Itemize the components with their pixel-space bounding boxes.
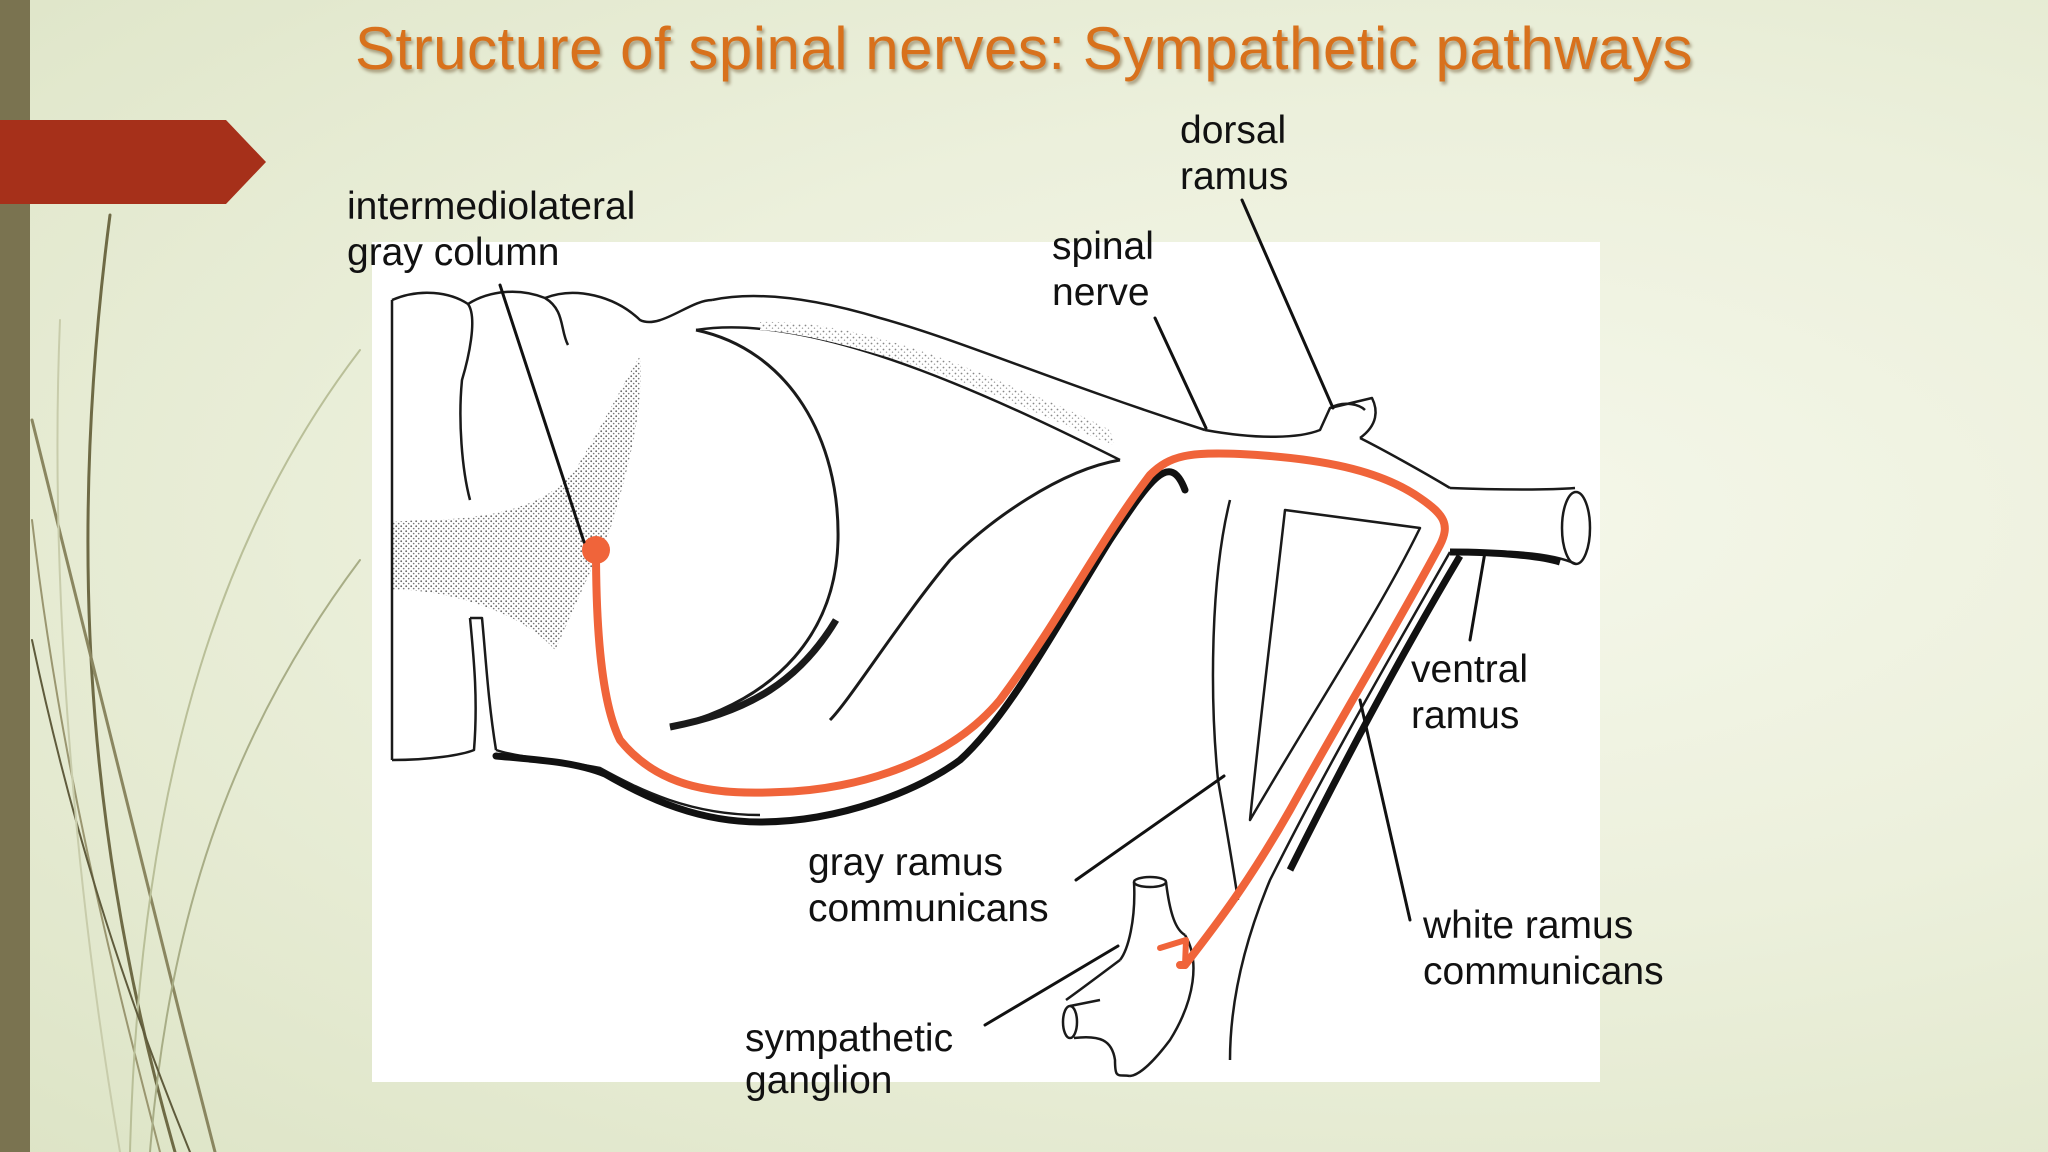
decorative-grass-lines <box>30 213 361 1152</box>
ventral-ramus-thick-edge <box>1449 548 1562 566</box>
sympathetic-ganglion-shape <box>1061 875 1195 1078</box>
label-gray-ramus-line1: gray ramus <box>808 841 1004 884</box>
label-gray-ramus-communicans: gray ramus communicans <box>808 840 1049 932</box>
label-ventral-ramus: ventral ramus <box>1411 647 1528 739</box>
pathway-synapse-fork <box>1157 937 1189 969</box>
spinal-nerve-diagram <box>390 290 1592 1078</box>
label-sympathetic-ganglion: sympathetic ganglion <box>745 1018 953 1102</box>
title-ribbon-arrow <box>0 120 266 204</box>
dorsal-root-outline <box>695 294 1206 462</box>
intermediolateral-neuron-dot <box>582 536 610 564</box>
gray-matter-stippled <box>392 356 641 650</box>
label-dorsal-ramus: dorsal ramus <box>1180 108 1288 200</box>
rami-triangle <box>1211 499 1452 1061</box>
label-ganglion-line1: sympathetic <box>745 1017 954 1060</box>
label-ganglion-line2: ganglion <box>745 1059 893 1102</box>
label-intermediolateral-line1: intermediolateral <box>347 185 636 228</box>
label-dorsal-line1: dorsal <box>1180 109 1287 152</box>
dorsal-root-shading <box>760 321 1115 446</box>
label-spinal-line1: spinal <box>1052 225 1154 268</box>
label-dorsal-line2: ramus <box>1180 155 1289 198</box>
label-intermediolateral-line2: gray column <box>347 231 560 274</box>
label-gray-ramus-line2: communicans <box>808 887 1049 930</box>
sympathetic-pathway-line <box>592 449 1449 969</box>
dorsal-root-ganglion <box>669 328 1121 731</box>
label-spinal-nerve: spinal nerve <box>1052 224 1154 316</box>
label-ventral-line1: ventral <box>1411 648 1529 691</box>
label-ventral-line2: ramus <box>1411 694 1520 737</box>
slide-title: Structure of spinal nerves: Sympathetic … <box>355 15 1693 82</box>
label-intermediolateral-gray-column: intermediolateral gray column <box>347 184 635 276</box>
label-spinal-line2: nerve <box>1052 271 1150 314</box>
spinal-cord-ventral-contour <box>492 468 1189 826</box>
label-white-ramus-communicans: white ramus communicans <box>1423 903 1664 995</box>
label-white-ramus-line1: white ramus <box>1423 904 1634 947</box>
spinal-nerve-trunk <box>1204 396 1592 566</box>
label-white-ramus-line2: communicans <box>1423 950 1664 993</box>
